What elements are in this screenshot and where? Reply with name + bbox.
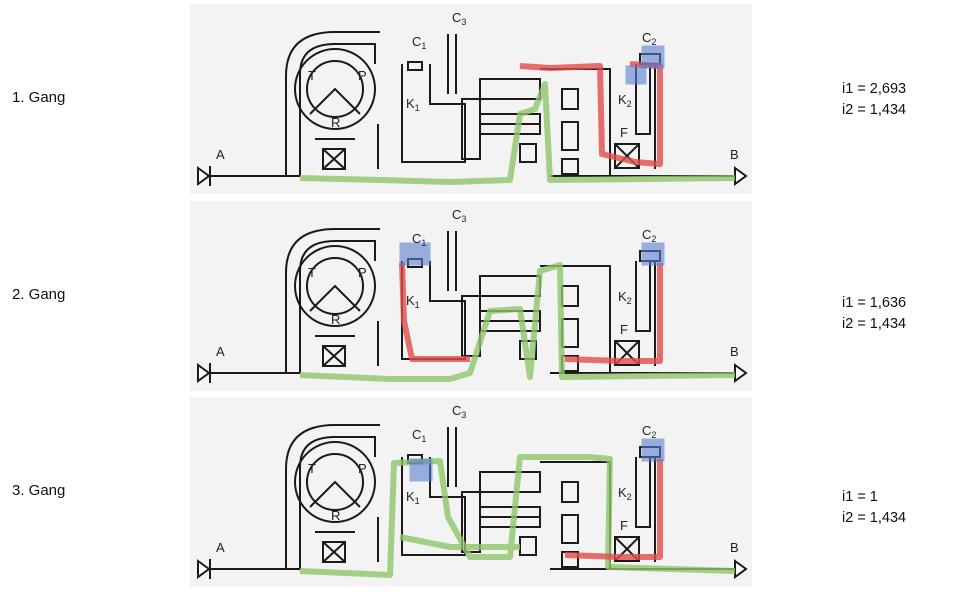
reaction-path [399, 262, 663, 364]
mechanism [197, 228, 748, 383]
engaged-clutch-highlight [625, 65, 647, 85]
engaged-clutch-highlight [641, 438, 665, 462]
label-r: R [331, 508, 340, 523]
label-t: T [308, 265, 316, 280]
reaction-path [519, 61, 663, 167]
label-a: A [216, 344, 225, 359]
gear-1-i1: i1 = 2,693 [842, 81, 907, 97]
label-b: B [730, 540, 739, 555]
label-t: T [308, 68, 316, 83]
label-r: R [331, 115, 340, 130]
label-r: R [331, 312, 340, 327]
reaction-path [564, 459, 663, 560]
gear-3-ratios: i1 = 1 i2 = 1,434 [842, 487, 906, 529]
gear-1-label: 1. Gang [12, 89, 66, 106]
gear-2-ratios: i1 = 1,636 i2 = 1,434 [842, 293, 906, 335]
gear-2-i1: i1 = 1,636 [842, 295, 907, 311]
label-b: B [730, 147, 739, 162]
label-p: P [358, 265, 367, 280]
gear-2-label: 2. Gang [12, 286, 66, 303]
power-flow-path [299, 454, 736, 578]
label-a: A [216, 540, 225, 555]
label-f: F [620, 322, 628, 337]
label-f: F [620, 518, 628, 533]
engaged-clutch-highlight [409, 458, 433, 482]
label-p: P [358, 461, 367, 476]
engaged-clutch-highlight [641, 242, 665, 266]
power-flow-path [299, 81, 736, 185]
label-t: T [308, 461, 316, 476]
gear-1-i2: i2 = 1,434 [842, 102, 907, 118]
gear-3-i1: i1 = 1 [842, 489, 878, 505]
label-a: A [216, 147, 225, 162]
gear-3-i2: i2 = 1,434 [842, 510, 907, 526]
engaged-clutch-highlight [399, 242, 431, 266]
gear-3-label: 3. Gang [12, 482, 66, 499]
gear-1-ratios: i1 = 2,693 i2 = 1,434 [842, 79, 906, 121]
gear-2-i2: i2 = 1,434 [842, 316, 907, 332]
power-flow-path [299, 262, 736, 382]
label-b: B [730, 344, 739, 359]
engaged-clutch-highlight [641, 45, 665, 69]
label-f: F [620, 125, 628, 140]
label-p: P [358, 68, 367, 83]
